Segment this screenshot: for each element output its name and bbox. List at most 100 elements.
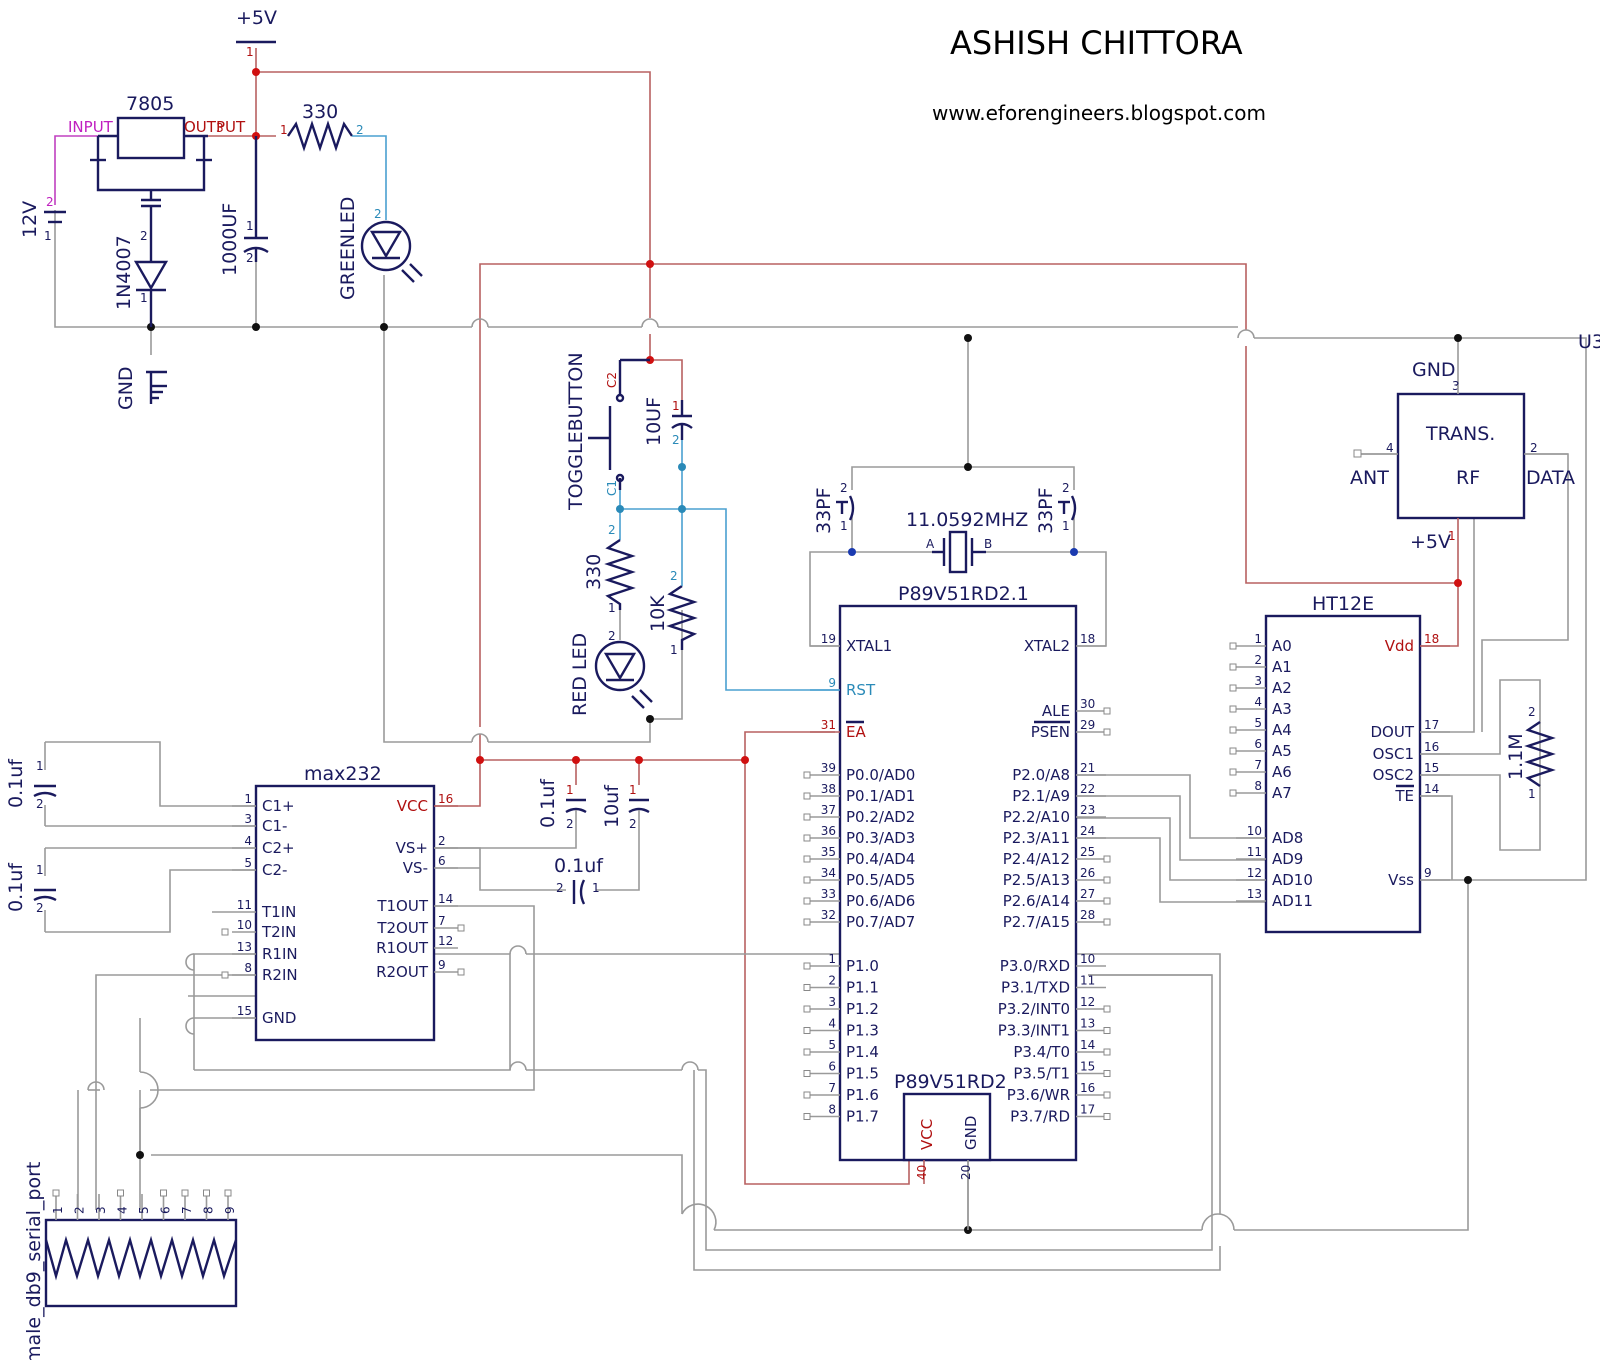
max232-pin-number: 10 xyxy=(237,918,252,932)
author-url: www.eforengineers.blogspot.com xyxy=(932,101,1266,125)
ht12e-pin-number: 7 xyxy=(1254,758,1262,772)
resistor-10k-label: 10K xyxy=(647,595,669,632)
db9-pin-number: 9 xyxy=(223,1206,237,1214)
mcu-gnd-pin: GND 20 xyxy=(959,1116,980,1230)
ht12e-pin-label: A4 xyxy=(1272,721,1292,739)
max232-pin-label: R1IN xyxy=(262,945,298,963)
ht12e-pin-number: 15 xyxy=(1424,761,1439,775)
rf-ant-label: ANT xyxy=(1350,467,1389,489)
mcu-pin-label: P2.2/A10 xyxy=(1003,808,1070,826)
mcu-pin-label: P1.5 xyxy=(846,1065,879,1083)
capacitor-01uf-b-label: 0.1uf xyxy=(5,862,27,912)
vcc-symbol: +5V 1 xyxy=(236,7,277,59)
max232-pin-number: 7 xyxy=(438,914,446,928)
capacitor-01uf-c: 0.1uf 1 2 xyxy=(434,778,587,849)
ht12e-pin-label: TE xyxy=(1394,787,1414,805)
svg-text:1: 1 xyxy=(1062,519,1070,533)
max232-pin-number: 13 xyxy=(237,940,252,954)
mcu-pin-number: 32 xyxy=(821,908,836,922)
ht12e-pin-8: A78 xyxy=(1236,779,1292,802)
db9-pin-number: 6 xyxy=(159,1206,173,1214)
mcu-pin-number: 16 xyxy=(1080,1081,1095,1095)
green-led: GREENLED 2 xyxy=(337,197,423,300)
crystal-11mhz: 11.0592MHZ A B xyxy=(906,509,1028,574)
svg-text:2: 2 xyxy=(670,569,678,583)
svg-text:2: 2 xyxy=(566,817,574,831)
mcu-pin-label: P2.5/A13 xyxy=(1003,871,1070,889)
mcu-gnd-label: GND xyxy=(962,1116,980,1150)
max232-pin-number: 16 xyxy=(438,792,453,806)
mcu-vcc-pin: VCC 40 xyxy=(915,1119,936,1184)
mcu-pin-number: 25 xyxy=(1080,845,1095,859)
svg-text:1: 1 xyxy=(566,783,574,797)
resistor-330-red: 330 2 1 xyxy=(583,523,636,615)
green-led-label: GREENLED xyxy=(337,197,359,300)
svg-text:1: 1 xyxy=(670,643,678,657)
max232-pin-5: C2-5 xyxy=(232,856,287,879)
mcu-pin-label: P0.6/AD6 xyxy=(846,892,915,910)
mcu-pin-label: P0.5/AD5 xyxy=(846,871,915,889)
db9-pin-2: 2 xyxy=(73,1194,87,1220)
max232-pin-number: 5 xyxy=(244,856,252,870)
mcu-pin-number: 17 xyxy=(1080,1103,1095,1117)
max232-ic: max232 C1+1C1-3C2+4C2-5T1IN11T2IN10R1IN1… xyxy=(212,763,465,1042)
max232-pin-number: 4 xyxy=(244,834,252,848)
rf-vcc-label: +5V xyxy=(1410,531,1451,553)
mcu-vcc-label: VCC xyxy=(918,1119,936,1150)
mcu-pin-number: 35 xyxy=(821,845,836,859)
db9-pin-number: 7 xyxy=(180,1206,194,1214)
svg-text:2: 2 xyxy=(246,251,254,265)
mcu-pin-label: P3.3/INT1 xyxy=(998,1022,1070,1040)
mcu-pin-6: P1.56 xyxy=(810,1060,879,1083)
svg-text:2: 2 xyxy=(46,195,54,209)
mcu-pin-number: 8 xyxy=(828,1103,836,1117)
svg-text:1: 1 xyxy=(592,881,600,895)
gnd-label: GND xyxy=(115,366,137,410)
mcu-pin-number: 34 xyxy=(821,866,836,880)
svg-text:3: 3 xyxy=(216,121,224,135)
db9-pin-8: 8 xyxy=(202,1189,216,1220)
rf-line2: RF xyxy=(1456,467,1480,489)
ht12e-pin-label: OSC2 xyxy=(1373,766,1414,784)
mcu-pin-number: 3 xyxy=(828,995,836,1009)
wire-crossovers xyxy=(87,318,1255,1231)
mcu-pin-label: XTAL1 xyxy=(846,637,892,655)
max232-pin-4: C2+4 xyxy=(232,834,295,857)
mcu-pin-label: PSEN xyxy=(1031,723,1070,741)
db9-pin-number: 3 xyxy=(94,1206,108,1214)
db9-pin-1: 1 xyxy=(51,1189,65,1220)
mcu-pin-number: 31 xyxy=(821,718,836,732)
mcu-pin-label: P1.4 xyxy=(846,1043,879,1061)
mcu-pin-label: P0.7/AD7 xyxy=(846,913,915,931)
mcu-pin-label: P3.0/RXD xyxy=(1000,957,1070,975)
mcu-pin-number: 38 xyxy=(821,782,836,796)
mcu-p89v51rd2: P89V51RD2.1 P89V51RD2 XTAL119RST9EA31P0.… xyxy=(803,583,1111,1230)
db9-pin-9: 9 xyxy=(223,1189,237,1220)
ht12e-pin-label: A7 xyxy=(1272,784,1292,802)
ht12e-pin-number: 4 xyxy=(1254,695,1262,709)
max232-pin-label: R2IN xyxy=(262,966,298,984)
svg-text:2: 2 xyxy=(608,629,616,643)
capacitor-10uf-b-label: 10uf xyxy=(601,784,623,828)
resistor-1-1m: 1.1M 2 1 xyxy=(1505,705,1556,801)
max232-pin-number: 11 xyxy=(237,898,252,912)
ht12e-pin-label: A1 xyxy=(1272,658,1292,676)
mcu-pin-label: P2.0/A8 xyxy=(1012,766,1070,784)
mcu-pin-label: P3.5/T1 xyxy=(1013,1065,1070,1083)
battery-label: 12V xyxy=(19,201,41,238)
mcu-pin-number: 33 xyxy=(821,887,836,901)
mcu-pin-32: P0.7/AD7 32 xyxy=(810,908,915,931)
mcu-pin-number: 15 xyxy=(1080,1060,1095,1074)
max232-pin-number: 2 xyxy=(438,834,446,848)
mcu-pin-label: P3.7/RD xyxy=(1010,1108,1070,1126)
